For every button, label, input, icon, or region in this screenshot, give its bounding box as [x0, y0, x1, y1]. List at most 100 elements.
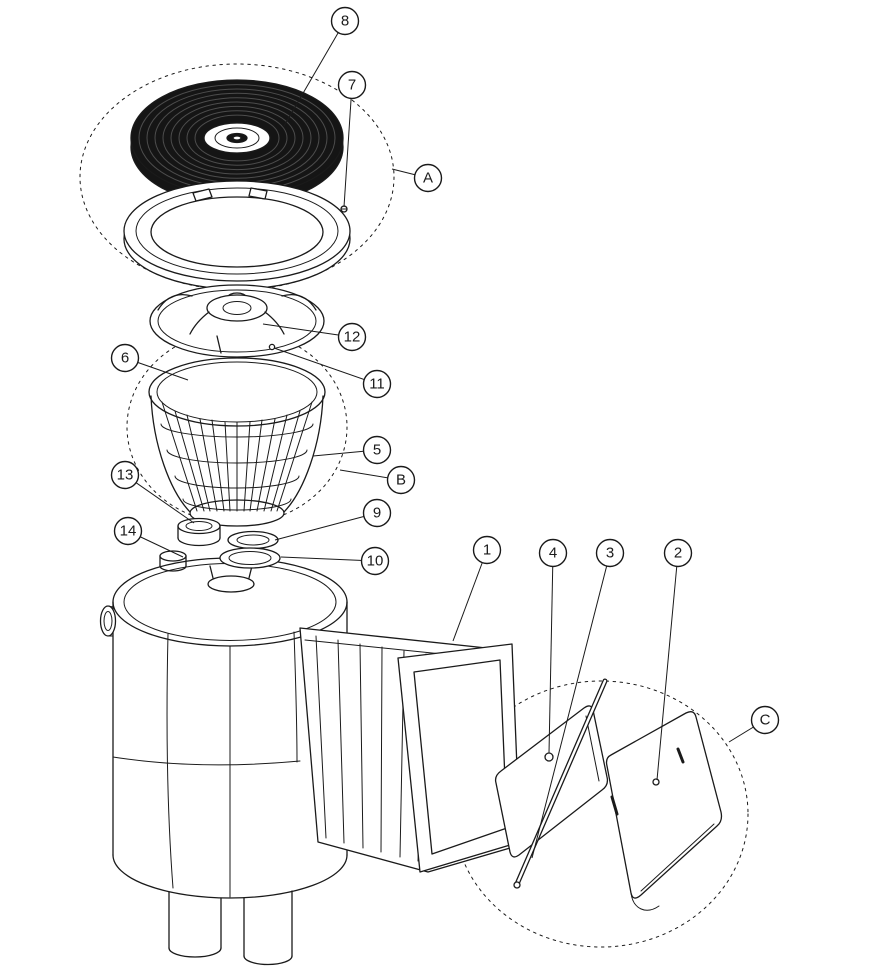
rod-tip: [513, 881, 521, 889]
fitting-gasket-10: [219, 547, 281, 569]
skimmer-lid: [130, 79, 344, 206]
callout-b: B: [339, 465, 416, 495]
callout-4: 4: [538, 538, 568, 754]
float-arm-right: [264, 311, 285, 335]
weir-pivot-hole: [544, 752, 554, 762]
float-screw: [268, 343, 276, 351]
callout-2-leader: [656, 552, 679, 781]
deck-collar: [123, 180, 351, 290]
collar-lug-right: [248, 187, 268, 200]
collar-lug-left: [192, 188, 213, 202]
tank-seam-right: [293, 631, 298, 763]
callout-2: 2: [656, 538, 693, 781]
faceplate-inner-edge: [640, 823, 715, 892]
weir-rod: [513, 678, 608, 889]
callout-11: 11: [273, 347, 392, 399]
callout-10: 10: [280, 546, 390, 576]
float-hub: [206, 294, 268, 322]
callout-10-circle: [360, 546, 390, 576]
callout-8-circle: [330, 6, 360, 36]
group-a-boundary: [79, 63, 395, 291]
neck-fittings: [159, 517, 281, 572]
callout-2-circle: [663, 538, 693, 568]
callout-c-circle: [750, 705, 780, 735]
group-c-boundary: [453, 680, 749, 948]
callout-7-circle: [337, 70, 367, 100]
callout-b-circle: [386, 465, 416, 495]
lid-hub-dot: [232, 135, 242, 141]
callout-7-label: 7: [348, 77, 356, 94]
callout-1-leader: [452, 549, 488, 642]
float-arm-left: [189, 311, 210, 335]
callout-3-circle: [595, 538, 625, 568]
fitting-ring-9: [227, 530, 279, 550]
faceplate-slot-top: [676, 747, 685, 764]
callout-3-label: 3: [606, 545, 614, 562]
faceplate-plate: [605, 711, 723, 899]
basket-side-right: [282, 395, 324, 514]
callout-13-circle: [110, 460, 140, 490]
collar-opening: [150, 196, 324, 268]
tank-bottom: [112, 854, 348, 899]
side-port: [99, 605, 117, 637]
tank-neck-opening: [207, 575, 255, 593]
bottom-port-left: [168, 891, 222, 958]
float-valve: [149, 284, 325, 358]
callout-13: 13: [110, 460, 195, 524]
float-hub-ring: [222, 301, 252, 315]
callout-1: 1: [452, 535, 502, 642]
callout-10-label: 10: [367, 553, 384, 570]
callout-1-circle: [472, 535, 502, 565]
callout-11-circle: [362, 369, 392, 399]
callout-14-circle: [113, 516, 143, 546]
callout-6-label: 6: [121, 350, 129, 367]
basket-mesh: [160, 401, 314, 512]
callout-5-label: 5: [373, 442, 381, 459]
faceplate: [605, 711, 723, 911]
faceplate-slot-left: [610, 795, 619, 816]
callout-7-leader: [343, 84, 353, 208]
fitting-collar-13: [177, 517, 221, 547]
callouts: 8 7 A 12 11 6 5: [110, 6, 780, 859]
faceplate-bottom-flange: [630, 892, 660, 911]
callout-12-label: 12: [344, 329, 361, 346]
faceplate-hole: [652, 778, 660, 786]
fitting-plug-14: [159, 550, 187, 572]
callout-1-label: 1: [483, 542, 491, 559]
callout-9-label: 9: [373, 505, 381, 522]
skimmer-basket: [148, 357, 326, 527]
tank-horizontal-seam: [112, 756, 301, 766]
weir-fold-line: [585, 715, 600, 782]
callout-a: A: [391, 163, 443, 193]
float-ear-right: [281, 293, 317, 311]
callout-8-leader: [283, 20, 346, 127]
callout-4-label: 4: [549, 545, 557, 562]
lid-hub-ring: [214, 127, 260, 149]
basket-side-left: [150, 395, 192, 514]
callout-12-circle: [337, 322, 367, 352]
float-ear-left: [157, 293, 193, 311]
callout-a-circle: [413, 163, 443, 193]
callout-10-leader: [280, 556, 376, 562]
callout-4-circle: [538, 538, 568, 568]
callout-8-label: 8: [341, 13, 349, 30]
callout-c-label: C: [760, 712, 771, 729]
callout-6-circle: [110, 343, 140, 373]
callout-11-label: 11: [369, 376, 385, 393]
callout-9: 9: [274, 498, 392, 541]
bottom-port-right: [243, 890, 293, 966]
skimmer-body: [99, 557, 348, 966]
callout-5: 5: [312, 435, 392, 465]
callout-3: 3: [531, 538, 625, 859]
callout-9-circle: [362, 498, 392, 528]
callout-8: 8: [283, 6, 360, 127]
callout-7: 7: [337, 70, 367, 208]
callout-5-circle: [362, 435, 392, 465]
callout-14: 14: [113, 516, 184, 558]
callout-13-label: 13: [117, 467, 134, 484]
callout-2-label: 2: [674, 545, 682, 562]
callout-a-label: A: [423, 170, 433, 187]
callout-3-leader: [531, 552, 611, 859]
